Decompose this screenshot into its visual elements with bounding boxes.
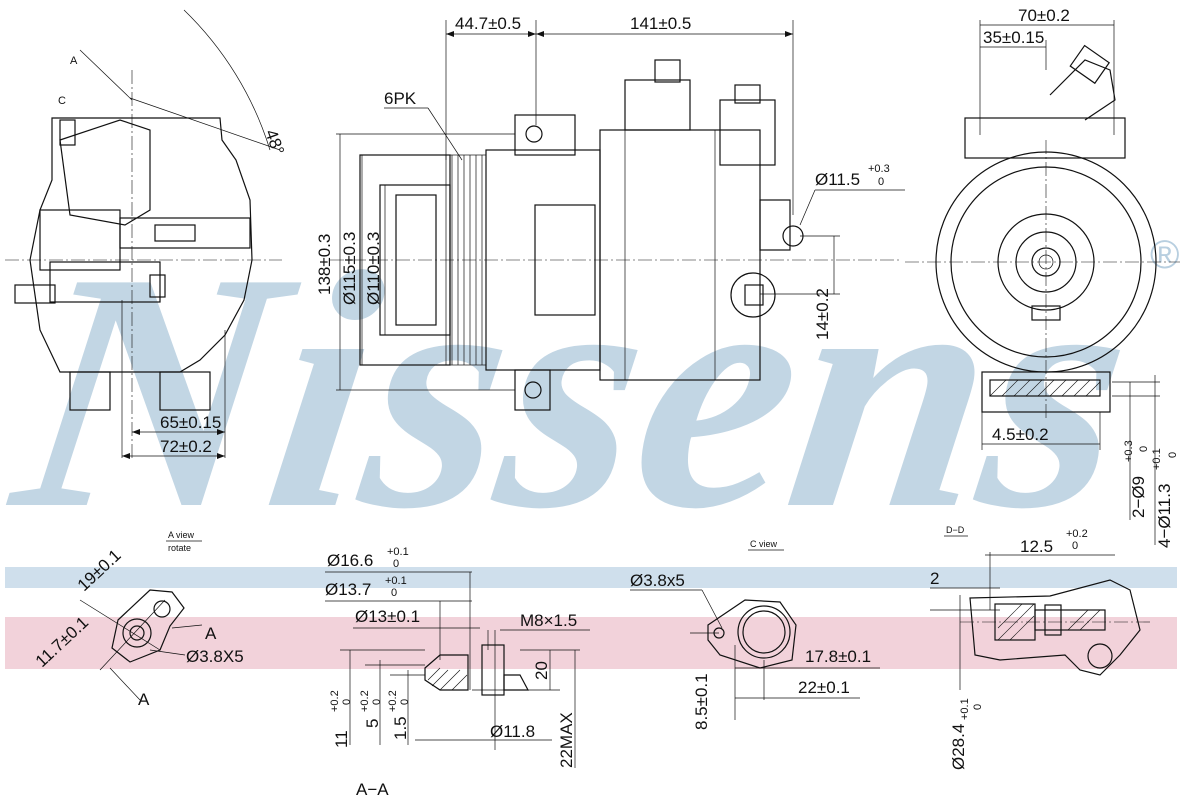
belt-6pk-label: 6PK <box>384 89 417 108</box>
dim-13-7-tol-upper: +0.1 <box>385 575 407 587</box>
label-c-arrow: C <box>58 95 66 107</box>
dim-11-5-tol-upper: +0.3 <box>868 163 890 175</box>
c-view-title: C view <box>750 539 778 549</box>
section-a-a: Ø16.6 +0.1 0 Ø13.7 +0.1 0 Ø13±0.1 M8×1.5… <box>325 546 590 799</box>
dim-70-label: 70±0.2 <box>1018 6 1070 25</box>
a-view-title: A view <box>168 530 195 540</box>
dim-13-label: Ø13±0.1 <box>355 607 420 626</box>
dim-4-11-3-tol-upper: +0.1 <box>1151 448 1163 470</box>
dim-13-7-label: Ø13.7 <box>325 580 371 599</box>
c-view-dim-8-5-label: 8.5±0.1 <box>692 673 711 730</box>
a-view-dim-3-8-label: Ø3.8X5 <box>186 647 244 666</box>
dd-dim-28-4-tol-lower: 0 <box>972 704 984 710</box>
dim-35-label: 35±0.15 <box>983 28 1044 47</box>
dim-m8-label: M8×1.5 <box>520 611 577 630</box>
dim-13-7-tol-lower: 0 <box>391 587 397 599</box>
dim-138-label: 138±0.3 <box>315 234 334 295</box>
dim-11-tol-lower: 0 <box>341 699 353 705</box>
dd-dim-12-5-label: 12.5 <box>1020 537 1053 556</box>
dim-11-tol-upper: +0.2 <box>329 690 341 712</box>
section-d-d-title: D−D <box>946 525 965 535</box>
dim-22max-label: 22MAX <box>557 712 576 768</box>
front-view: 44.7±0.5 141±0.5 6PK <box>315 14 905 411</box>
a-view-label-a1: A <box>205 624 217 643</box>
dim-5-tol-lower: 0 <box>371 699 383 705</box>
dim-2-9-tol-upper: +0.3 <box>1123 440 1135 462</box>
c-view-dim-22-label: 22±0.1 <box>798 678 850 697</box>
a-view-label-a2: A <box>138 690 150 709</box>
section-a-a-title: A−A <box>356 780 389 799</box>
dim-5-label: 5 <box>363 719 382 728</box>
dd-dim-12-5-tol-lower: 0 <box>1072 540 1078 552</box>
dim-72-label: 72±0.2 <box>160 437 212 456</box>
angle-48-label: 48° <box>261 127 288 158</box>
dd-dim-2-label: 2 <box>930 569 939 588</box>
c-view-dim-3-8-label: Ø3.8x5 <box>630 571 685 590</box>
dim-115-label: Ø115±0.3 <box>340 232 359 305</box>
left-side-view: 48° A C 65±0.15 72±0.2 <box>5 9 288 459</box>
dim-11-5-tol-lower: 0 <box>878 176 884 188</box>
watermark-registered-mark: ® <box>1150 233 1179 277</box>
dim-4-11-3-label: 4−Ø11.3 <box>1155 484 1174 548</box>
section-d-d: D−D 12.5 +0.2 0 2 Ø28.4 +0.1 0 <box>930 525 1150 770</box>
dim-16-6-tol-upper: +0.1 <box>387 546 409 558</box>
dd-dim-28-4-label: Ø28.4 <box>949 724 968 770</box>
dim-4-5-label: 4.5±0.2 <box>992 425 1049 444</box>
c-view-dim-17-8-label: 17.8±0.1 <box>805 647 871 666</box>
watermark-brand: Nissens <box>0 202 1152 578</box>
dim-2-9-label: 2−Ø9 <box>1129 476 1148 518</box>
dim-1-5-tol-upper: +0.2 <box>387 690 399 712</box>
blue-band <box>5 567 1177 588</box>
dim-11-label: 11 <box>332 730 351 748</box>
c-view-detail: C view Ø3.8x5 8.5±0.1 17.8±0.1 22±0.1 <box>630 539 880 730</box>
dim-65-label: 65±0.15 <box>160 413 221 432</box>
dim-4-11-3-tol-lower: 0 <box>1167 452 1179 458</box>
dim-14-label: 14±0.2 <box>813 288 832 340</box>
dd-dim-28-4-tol-upper: +0.1 <box>959 698 971 720</box>
dim-20-label: 20 <box>532 661 551 680</box>
dd-dim-12-5-tol-upper: +0.2 <box>1066 528 1088 540</box>
label-a-arrow: A <box>70 55 78 67</box>
dim-44-7-label: 44.7±0.5 <box>455 14 521 33</box>
dim-16-6-label: Ø16.6 <box>327 551 373 570</box>
a-view-subtitle: rotate <box>168 543 191 553</box>
dim-5-tol-upper: +0.2 <box>359 690 371 712</box>
dim-16-6-tol-lower: 0 <box>393 558 399 570</box>
dim-11-5-label: Ø11.5 <box>815 170 860 189</box>
dim-110-label: Ø110±0.3 <box>364 232 383 305</box>
dim-1-5-label: 1.5 <box>391 716 410 740</box>
dim-141-label: 141±0.5 <box>630 14 691 33</box>
pink-band <box>5 617 1177 669</box>
dim-11-8-label: Ø11.8 <box>490 722 535 741</box>
dim-2-9-tol-lower: 0 <box>1138 446 1150 452</box>
dim-1-5-tol-lower: 0 <box>399 699 411 705</box>
right-side-view: 70±0.2 35±0.15 4.5±0.2 <box>905 6 1180 548</box>
